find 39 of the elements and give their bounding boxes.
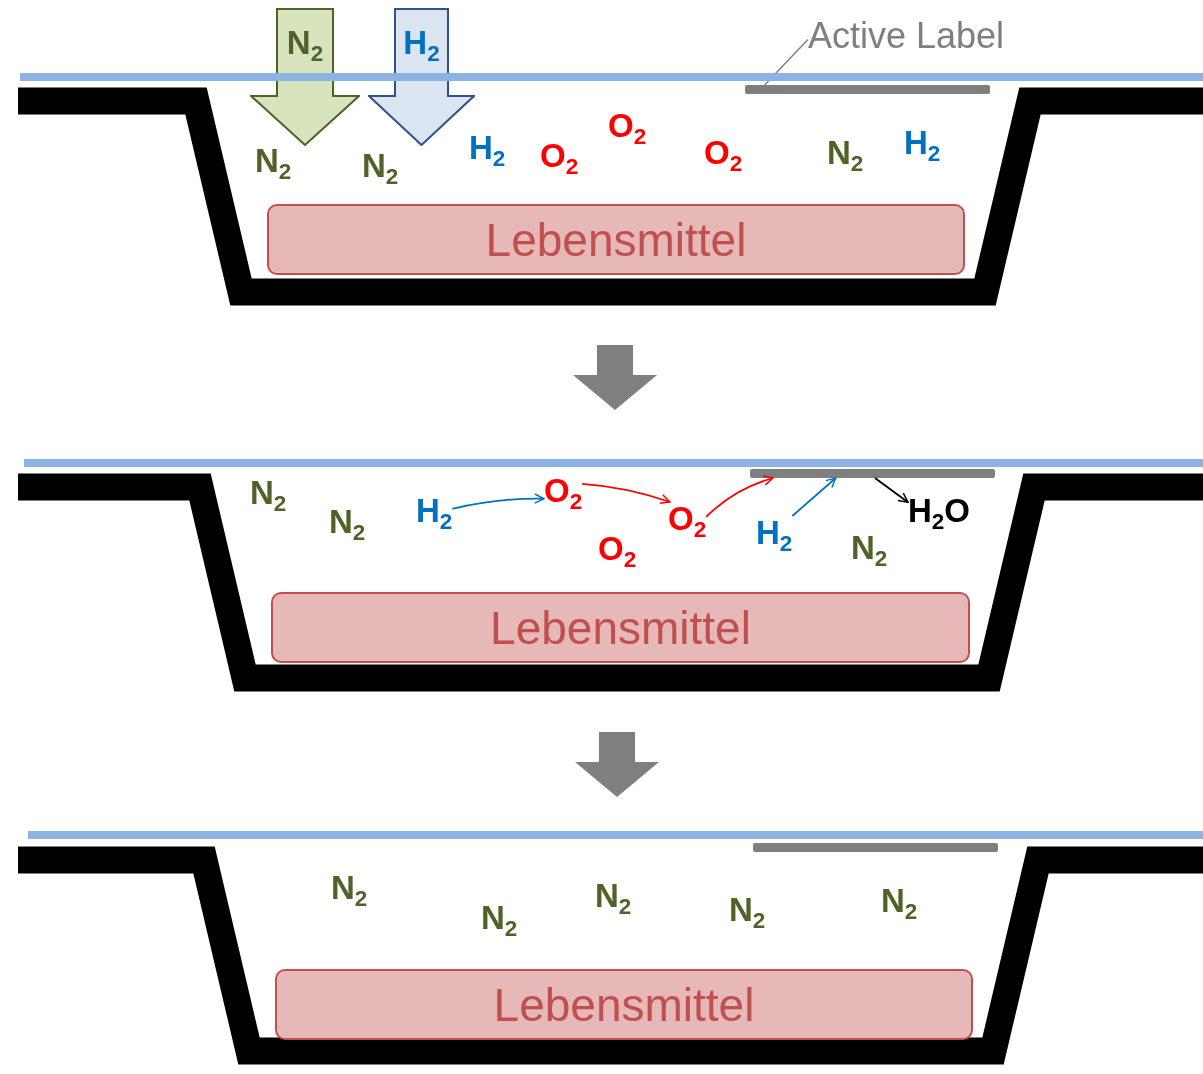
gas-label: O$_{2}$	[668, 502, 707, 535]
gas-label: N$_{2}$	[331, 871, 368, 904]
gas-label: O$_{2}$	[608, 109, 647, 142]
label-text: Active Label	[808, 18, 1005, 54]
gas-label: N$_{2}$	[329, 505, 366, 538]
food-box	[267, 204, 965, 275]
gas-label: O$_{2}$	[544, 474, 583, 507]
food-box	[271, 592, 970, 663]
gas-label: O$_{2}$	[540, 139, 579, 172]
gas-label: N$_{2}$	[286, 26, 324, 59]
gas-label: N$_{2}$	[881, 884, 918, 917]
gas-label: H$_{2}$	[469, 131, 506, 164]
food-text: Lebensmittel	[485, 212, 747, 267]
gas-label: N$_{2}$	[595, 879, 632, 912]
arrow	[581, 483, 671, 505]
active-label-strip	[745, 85, 990, 94]
gas-label: N$_{2}$	[255, 144, 292, 177]
gas-label: H$_{2}$	[403, 26, 440, 59]
gas-label: H$_{2}$O	[908, 494, 970, 527]
gas-label: N$_{2}$	[827, 136, 864, 169]
arrow	[451, 493, 545, 510]
gas-label: N$_{2}$	[851, 531, 888, 564]
gas-label: N$_{2}$	[362, 149, 399, 182]
food-text: Lebensmittel	[490, 600, 751, 655]
gas-label: H$_{2}$	[416, 494, 453, 527]
active-label-strip	[750, 469, 995, 478]
leader-line	[763, 38, 809, 86]
gas-label: H$_{2}$	[756, 516, 793, 549]
food-box	[275, 969, 973, 1040]
gas-label: N$_{2}$	[729, 893, 766, 926]
gas-label: O$_{2}$	[704, 136, 743, 169]
gas-label: H$_{2}$	[904, 126, 941, 159]
active-label-strip	[753, 843, 998, 852]
gas-label: N$_{2}$	[481, 901, 518, 934]
gas-label: N$_{2}$	[250, 476, 287, 509]
arrow	[791, 477, 837, 517]
food-text: Lebensmittel	[493, 977, 755, 1032]
arrow	[705, 475, 774, 518]
gas-label: O$_{2}$	[598, 532, 637, 565]
